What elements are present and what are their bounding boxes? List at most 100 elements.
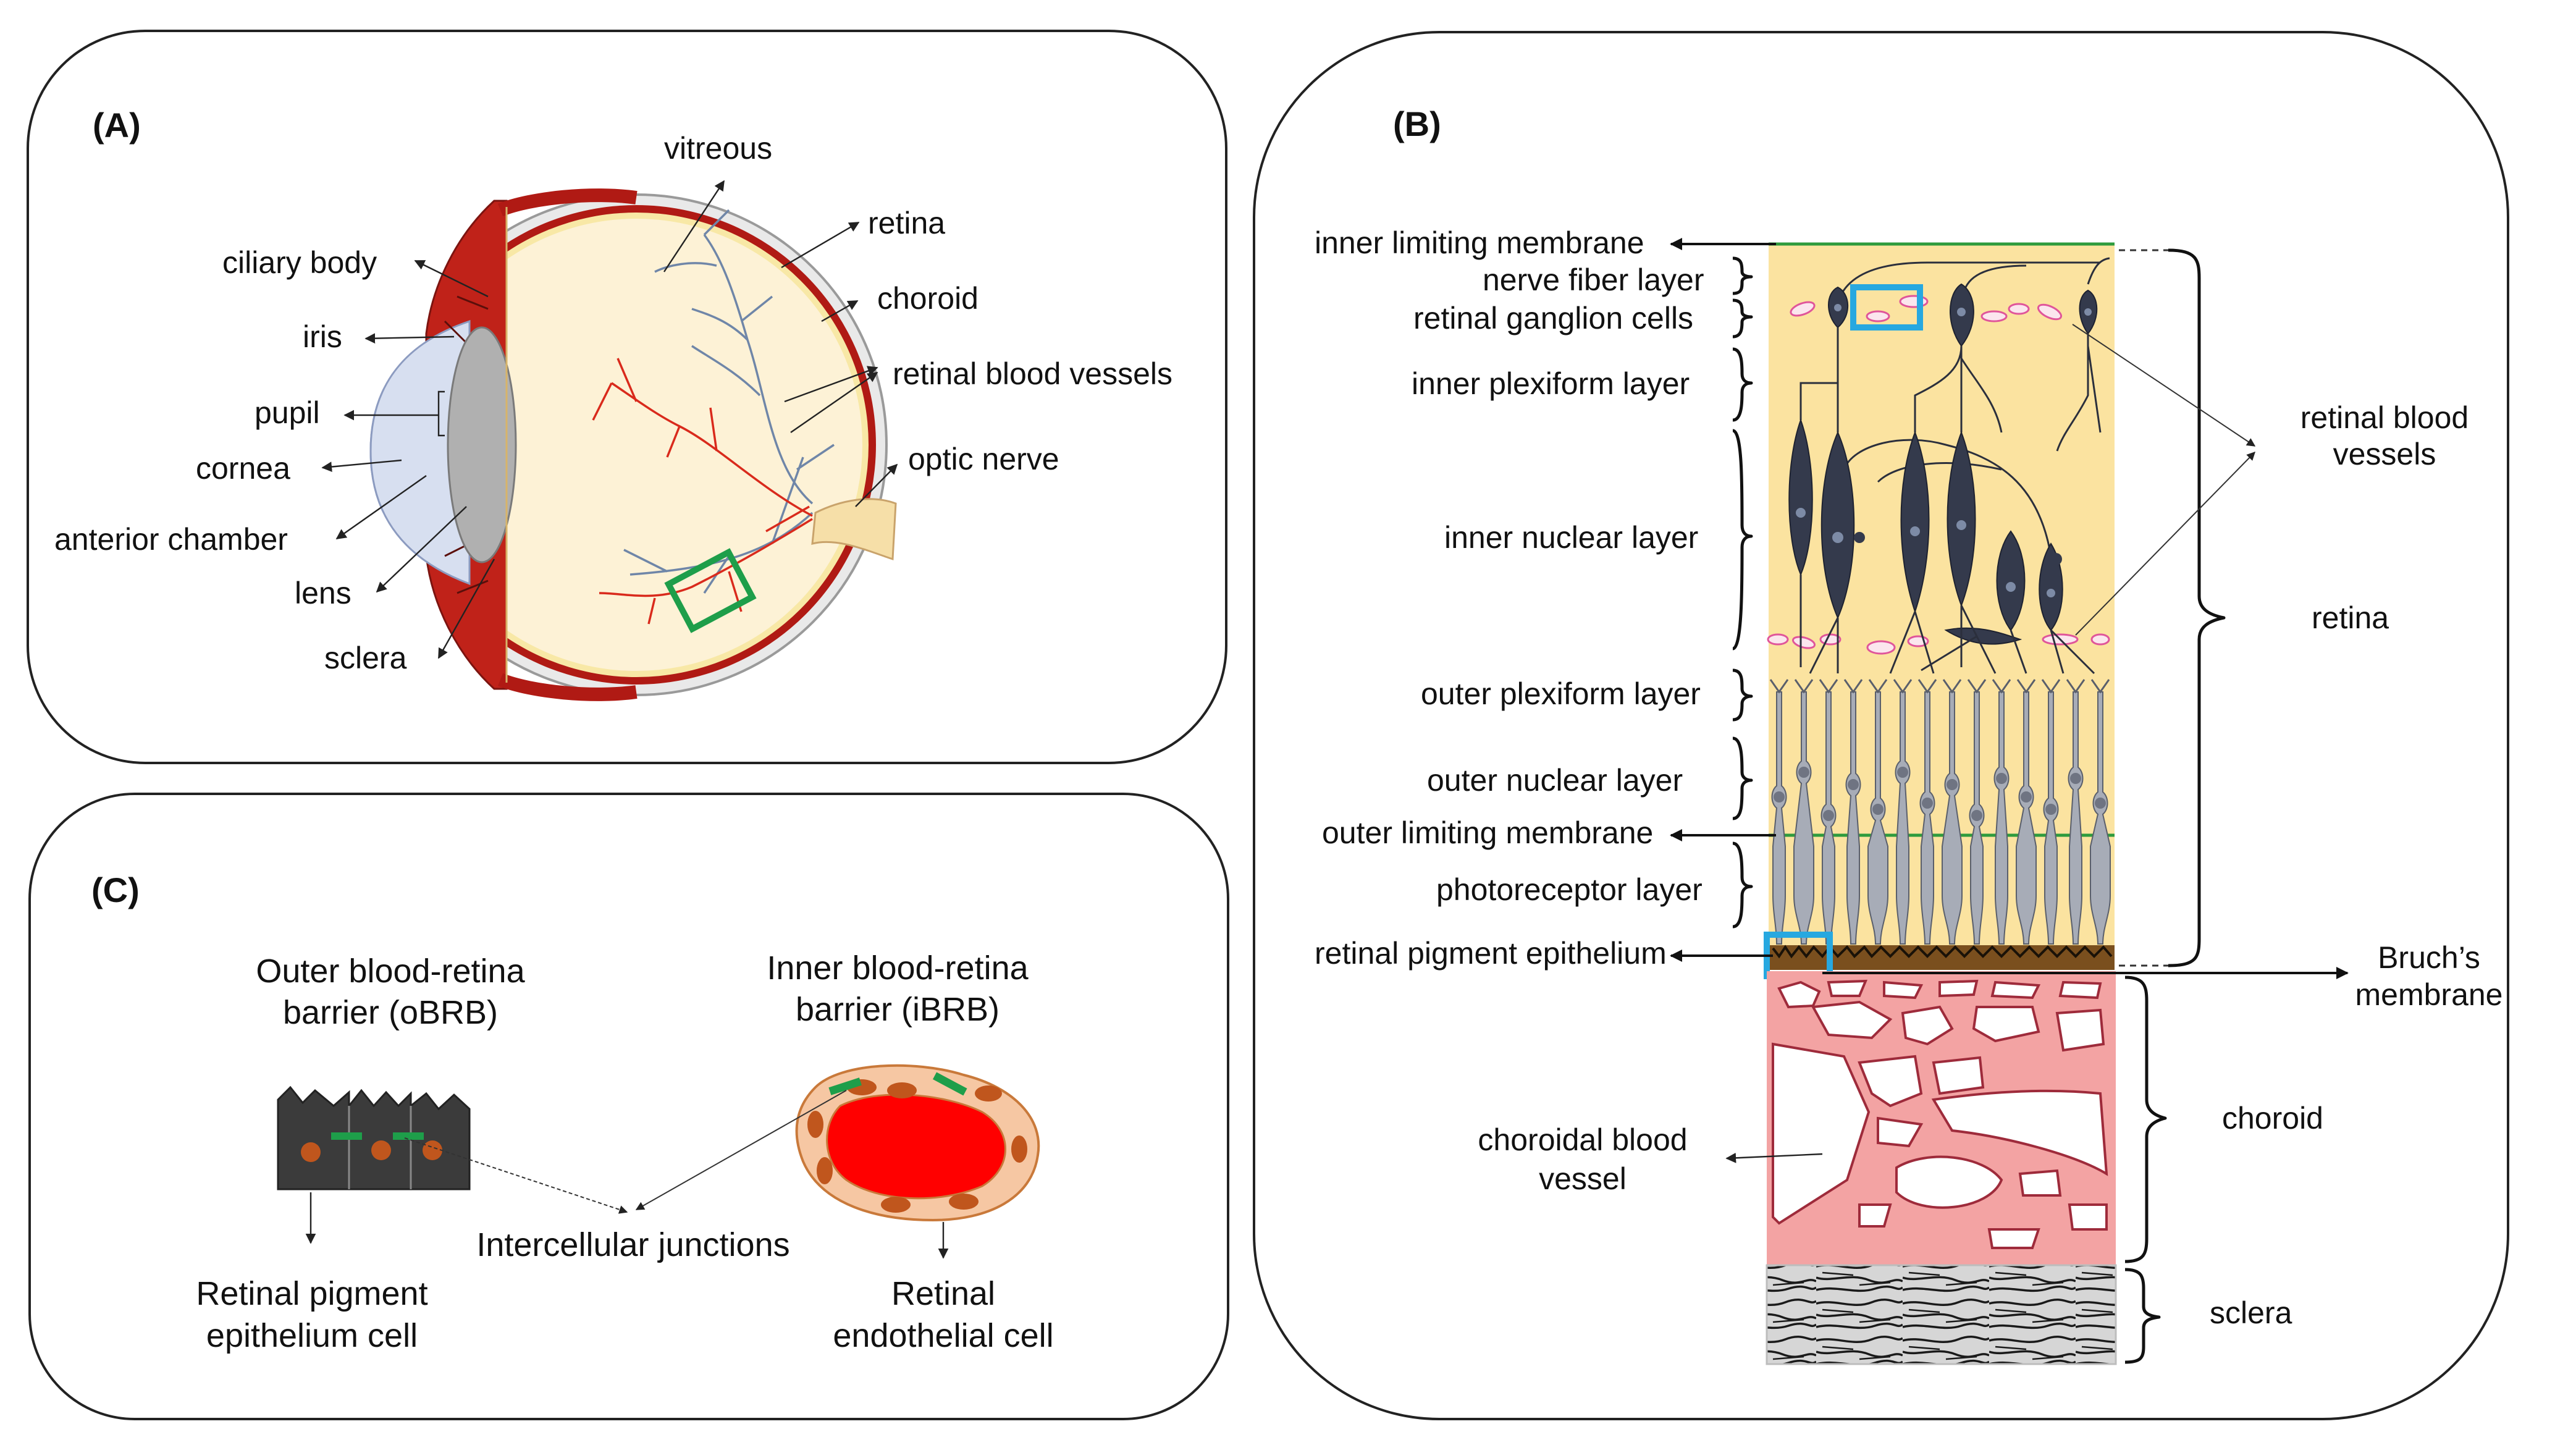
ganglion-cells — [1828, 283, 2098, 347]
photoreceptor-nucleus — [1897, 767, 1908, 778]
photoreceptor-cell — [1895, 691, 1911, 945]
inner-brb-title-2: barrier (iBRB) — [796, 991, 1000, 1028]
label-photoreceptor-layer: photoreceptor layer — [1436, 872, 1703, 907]
rpe-cells-illustration — [277, 1085, 471, 1190]
choroidal-vessel-pointer — [1725, 1152, 1823, 1163]
panel-c: (C) Outer blood-retina barrier (oBRB) In… — [28, 793, 1229, 1420]
photoreceptor-nucleus — [2021, 791, 2032, 803]
optic-nerve-shape — [811, 498, 897, 561]
photoreceptor-synapse — [1917, 679, 1937, 694]
photoreceptor-nucleus — [2045, 804, 2056, 815]
rpe-junction-2 — [393, 1132, 424, 1140]
inner-brb-title-1: Inner blood-retina — [767, 950, 1029, 987]
endo-junction-1 — [828, 1077, 862, 1095]
sclera-block — [1766, 1264, 2117, 1365]
photoreceptor-cell — [1942, 691, 1963, 945]
outer-brb-title-1: Outer blood-retina — [256, 953, 525, 990]
choroid-block — [1767, 971, 2116, 1265]
bipolar-cells — [1788, 418, 2063, 645]
outer-brb-title-2: barrier (oBRB) — [283, 994, 498, 1031]
sclera-brace — [2124, 1268, 2161, 1364]
retina-brace — [2168, 248, 2226, 967]
label-retinal-ganglion-cells: retinal ganglion cells — [1413, 301, 1693, 335]
photoreceptor-cells — [1769, 679, 2111, 945]
label-retinal-pigment-epithelium: retinal pigment epithelium — [1315, 936, 1667, 971]
photoreceptor-nucleus — [1848, 779, 1859, 790]
photoreceptor-cell — [1867, 691, 1888, 945]
lens-shape — [447, 326, 517, 563]
label-sclera-right: sclera — [2210, 1295, 2292, 1330]
eye-illustration — [369, 185, 897, 717]
label-iris: iris — [303, 319, 342, 354]
photoreceptor-synapse — [1868, 679, 1888, 694]
vessel-pointer-lower — [2075, 451, 2255, 636]
rpe-layer-block — [1769, 945, 2115, 970]
photoreceptor-synapse — [2041, 679, 2061, 694]
label-nerve-fiber-layer: nerve fiber layer — [1483, 263, 1704, 297]
rpe-cell-label-1: Retinal pigment — [196, 1275, 427, 1312]
photoreceptor-synapse — [1843, 679, 1863, 694]
photoreceptor-nucleus — [1872, 804, 1884, 815]
endothelial-cell-illustration — [795, 1064, 1040, 1222]
rpe-highlight-box — [664, 548, 757, 633]
label-ciliary-body: ciliary body — [222, 245, 377, 280]
photoreceptor-cell — [2068, 691, 2084, 945]
vessel-pointer-upper — [2072, 324, 2256, 447]
panel-a-pointers — [321, 180, 898, 659]
label-retina-right: retina — [2312, 600, 2389, 635]
photoreceptor-synapse — [1967, 679, 1987, 694]
photoreceptor-synapse — [2090, 679, 2110, 694]
endo-cell-label-1: Retinal — [891, 1275, 995, 1312]
panel-c-pointers — [305, 1090, 949, 1259]
vitreous-shape — [410, 219, 862, 671]
label-optic-nerve: optic nerve — [908, 442, 1059, 476]
label-inner-limiting-membrane: inner limiting membrane — [1315, 225, 1644, 260]
photoreceptor-nucleus — [1774, 791, 1785, 803]
ibrb-highlight-box — [1850, 284, 1923, 331]
retinal-vessels-lower — [1767, 633, 2110, 655]
panel-c-frame — [28, 793, 1229, 1420]
photoreceptor-cell — [2016, 691, 2037, 945]
label-cornea: cornea — [196, 451, 290, 486]
photoreceptor-nucleus — [1798, 767, 1809, 778]
photoreceptor-synapse — [1769, 679, 1789, 694]
label-anterior-chamber: anterior chamber — [54, 522, 288, 557]
label-choroid: choroid — [877, 281, 979, 316]
photoreceptor-nucleus — [1996, 773, 2007, 784]
intercellular-junctions-label: Intercellular junctions — [476, 1226, 789, 1263]
rpe-cell-label-2: epithelium cell — [206, 1317, 418, 1354]
panel-a: (A) — [27, 30, 1227, 764]
photoreceptor-cell — [1919, 691, 1935, 945]
label-outer-limiting-membrane: outer limiting membrane — [1322, 815, 1653, 850]
photoreceptor-synapse — [1942, 679, 1962, 694]
label-bruchs-1: Bruch’s — [2378, 940, 2480, 975]
photoreceptor-synapse — [2016, 679, 2036, 694]
photoreceptor-synapse — [2066, 679, 2086, 694]
label-retinal-blood-vessels-1: retinal blood — [2300, 400, 2469, 435]
photoreceptor-cell — [2090, 691, 2111, 945]
photoreceptor-synapse — [1893, 679, 1913, 694]
panel-c-tag: (C) — [91, 870, 140, 909]
retina-column — [1764, 242, 2115, 979]
photoreceptor-cell — [1845, 691, 1861, 945]
panel-a-tag: (A) — [93, 106, 141, 145]
photoreceptor-synapse — [1819, 679, 1838, 694]
endo-junction-2 — [932, 1072, 967, 1096]
label-inner-nuclear-layer: inner nuclear layer — [1444, 520, 1698, 555]
layer-braces — [1732, 256, 1753, 929]
label-retina: retina — [868, 206, 945, 240]
photoreceptor-nucleus — [1971, 810, 1982, 821]
label-outer-plexiform-layer: outer plexiform layer — [1421, 676, 1701, 711]
label-pupil: pupil — [255, 395, 320, 430]
label-outer-nuclear-layer: outer nuclear layer — [1427, 763, 1683, 798]
photoreceptor-nucleus — [1823, 810, 1834, 821]
panel-b: (B) — [1253, 31, 2509, 1420]
photoreceptor-nucleus — [1922, 798, 1933, 809]
photoreceptor-synapse — [1992, 679, 2011, 694]
label-lens: lens — [295, 576, 351, 610]
photoreceptor-cell — [1771, 691, 1787, 945]
photoreceptor-nucleus — [2070, 773, 2081, 784]
label-inner-plexiform-layer: inner plexiform layer — [1412, 366, 1690, 401]
photoreceptor-cell — [2043, 691, 2059, 945]
